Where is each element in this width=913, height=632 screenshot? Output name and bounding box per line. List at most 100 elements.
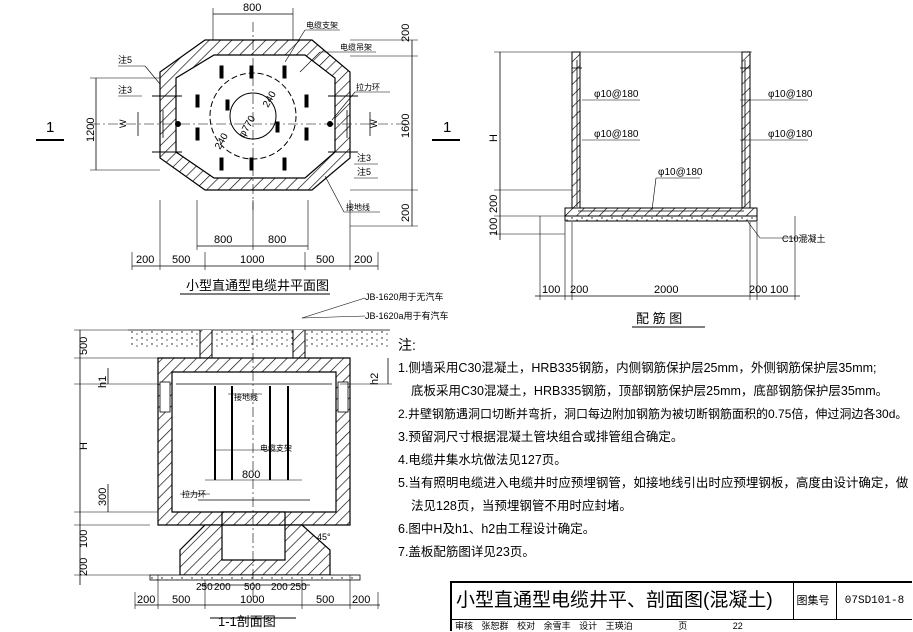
plan-dim-left: 1200 bbox=[85, 118, 97, 142]
plan-dim-inner-b: 800 bbox=[268, 234, 286, 246]
note-5-cont: 法见128页，当预埋钢管不用时应封堵。 bbox=[411, 499, 632, 513]
section-bedding bbox=[149, 574, 361, 581]
section-label-pull-ring: 拉力环 bbox=[182, 489, 206, 499]
check-label: 校对 bbox=[517, 621, 536, 631]
rebar-bedding bbox=[564, 215, 758, 222]
rebar-dim-bottom-4: 100 bbox=[770, 284, 788, 296]
section-dim-200: 200 bbox=[78, 558, 90, 576]
section-dim-upper-4: 250 bbox=[290, 582, 307, 593]
section-dim-100: 100 bbox=[78, 530, 90, 548]
rebar-dim-bottom-3: 200 bbox=[749, 284, 767, 296]
plan-caption: 小型直通型电缆井平面图 bbox=[186, 278, 329, 293]
title-block: 小型直通型电缆井平、剖面图(混凝土) 图集号 07SD101-8 审核 张恕群 … bbox=[450, 581, 912, 631]
section-dim-H: H bbox=[78, 442, 90, 450]
section-dim-300: 300 bbox=[97, 488, 109, 506]
section-view bbox=[74, 297, 392, 619]
drawing-title: 小型直通型电缆井平、剖面图(混凝土) bbox=[452, 583, 794, 619]
note-1: 1.侧墙采用C30混凝土，HRB335钢筋，内侧钢筋保护层25mm，外侧钢筋保护… bbox=[398, 361, 877, 375]
plan-dim-right-mid: 1600 bbox=[400, 114, 412, 138]
reviewer-name: 张恕群 bbox=[481, 621, 509, 631]
rebar-bar-3: φ10@180 bbox=[768, 89, 813, 100]
rebar-dim-bottom-0: 100 bbox=[542, 284, 560, 296]
plan-label-bracket: 电缆支架 bbox=[306, 20, 338, 30]
notes-block: 注: 1.侧墙采用C30混凝土，HRB335钢筋，内侧钢筋保护层25mm，外侧钢… bbox=[398, 334, 908, 564]
note-2: 2.井壁钢筋遇洞口切断并弯折，洞口每边附加钢筋为被切断钢筋面积的0.75倍，伸过… bbox=[398, 407, 908, 421]
plan-section-mark-left: 1 bbox=[46, 119, 54, 136]
plan-dim-240b: 240 bbox=[213, 131, 231, 151]
plan-label-ground: 接地线 bbox=[346, 202, 370, 212]
rebar-dim-h: H bbox=[488, 134, 500, 142]
plan-w-left: W bbox=[118, 119, 128, 128]
rebar-wall-right bbox=[741, 51, 751, 215]
section-dim-h2: h2 bbox=[369, 373, 381, 385]
rebar-bar-4: φ10@180 bbox=[768, 129, 813, 140]
note-6: 6.图中H及h1、h2由工程设计确定。 bbox=[398, 522, 596, 536]
plan-dim-bottom-2: 1000 bbox=[240, 254, 264, 266]
section-walls bbox=[157, 357, 351, 526]
note-1-cont: 底板采用C30混凝土，HRB335钢筋，顶部钢筋保护层25mm，底部钢筋保护层3… bbox=[411, 384, 889, 398]
section-dim-bottom-0: 200 bbox=[137, 594, 155, 606]
plan-dim-770: φ770 bbox=[237, 114, 258, 140]
section-dim-bottom-4: 200 bbox=[352, 594, 370, 606]
rebar-dim-200: 200 bbox=[488, 195, 500, 213]
plan-dim-bottom-1: 500 bbox=[172, 254, 190, 266]
plan-dim-right-bottom: 200 bbox=[400, 204, 412, 222]
note-4: 4.电缆井集水坑做法见127页。 bbox=[398, 453, 567, 467]
plan-dim-right-top: 200 bbox=[400, 24, 412, 42]
section-label-bracket: 电缆支架 bbox=[260, 443, 292, 453]
section-dim-upper-1: 200 bbox=[214, 582, 231, 593]
plan-dim-bottom-4: 200 bbox=[354, 254, 372, 266]
page-label: 页 bbox=[678, 621, 688, 631]
signature-row: 审核 张恕群 校对 余雪丰 设计 王瑛泊 页 22 bbox=[452, 619, 912, 632]
section-ground bbox=[128, 330, 390, 348]
section-dim-bottom-1: 500 bbox=[172, 594, 190, 606]
section-dim-upper-3: 200 bbox=[271, 582, 288, 593]
plan-dim-top: 800 bbox=[243, 2, 261, 14]
rebar-view bbox=[494, 51, 808, 328]
note-3: 3.预留洞尺寸根据混凝土管块组合或排管组合确定。 bbox=[398, 430, 684, 444]
rebar-dim-bottom-2: 2000 bbox=[654, 284, 678, 296]
rebar-bar-2: φ10@180 bbox=[594, 129, 639, 140]
plan-dim-240a: 240 bbox=[261, 89, 279, 109]
plan-note5-top: 注5 bbox=[118, 54, 132, 65]
plan-brackets bbox=[195, 65, 309, 171]
plan-dim-inner-a: 800 bbox=[214, 234, 232, 246]
rebar-concrete: C10混凝土 bbox=[782, 233, 826, 244]
rebar-base bbox=[564, 207, 758, 217]
section-dim-bottom-2: 1000 bbox=[240, 594, 264, 606]
plan-dim-bottom-3: 500 bbox=[316, 254, 334, 266]
plan-label-pull-ring: 拉力环 bbox=[356, 82, 380, 92]
review-label: 审核 bbox=[455, 621, 474, 631]
note-5: 5.当有照明电缆进入电缆井时应预埋钢管，如接地线引出时应预埋钢板，高度由设计确定… bbox=[398, 476, 909, 490]
checker-name: 余雪丰 bbox=[543, 621, 571, 631]
rebar-dim-100: 100 bbox=[488, 218, 500, 236]
atlas-number: 07SD101-8 bbox=[844, 595, 905, 607]
section-dim-upper-2: 500 bbox=[244, 582, 261, 593]
rebar-bar-1: φ10@180 bbox=[594, 89, 639, 100]
plan-wall bbox=[159, 39, 351, 191]
section-dim-h1: h1 bbox=[97, 376, 109, 388]
section-cover-b: JB-1620a用于有汽车 bbox=[365, 310, 449, 321]
section-dim-upper-0: 250 bbox=[196, 582, 213, 593]
plan-label-hanger: 电缆吊架 bbox=[340, 42, 372, 52]
plan-note3-top: 注3 bbox=[118, 84, 132, 95]
section-caption: 1-1剖面图 bbox=[218, 614, 276, 629]
note-7: 7.盖板配筋图详见23页。 bbox=[398, 545, 535, 559]
rebar-dim-bottom-1: 200 bbox=[570, 284, 588, 296]
designer-name: 王瑛泊 bbox=[605, 621, 633, 631]
rebar-bar-5: φ10@180 bbox=[658, 167, 703, 178]
section-text: JB-1620用于无汽车 JB-1620a用于有汽车 500 h1 H 300 … bbox=[78, 291, 449, 629]
section-brackets bbox=[214, 386, 289, 480]
plan-note5-bottom: 注5 bbox=[357, 166, 371, 177]
section-label-angle: 45° bbox=[317, 532, 331, 542]
section-dim-bottom-3: 500 bbox=[316, 594, 334, 606]
section-cover-a: JB-1620用于无汽车 bbox=[365, 291, 444, 302]
plan-section-mark-right: 1 bbox=[443, 119, 451, 136]
section-dim-500: 500 bbox=[78, 337, 90, 355]
plan-w-right: W bbox=[369, 119, 379, 128]
page-number: 22 bbox=[732, 621, 743, 631]
section-label-inner: 800 bbox=[242, 469, 260, 481]
plan-dim-bottom-0: 200 bbox=[136, 254, 154, 266]
plan-view bbox=[36, 8, 460, 295]
